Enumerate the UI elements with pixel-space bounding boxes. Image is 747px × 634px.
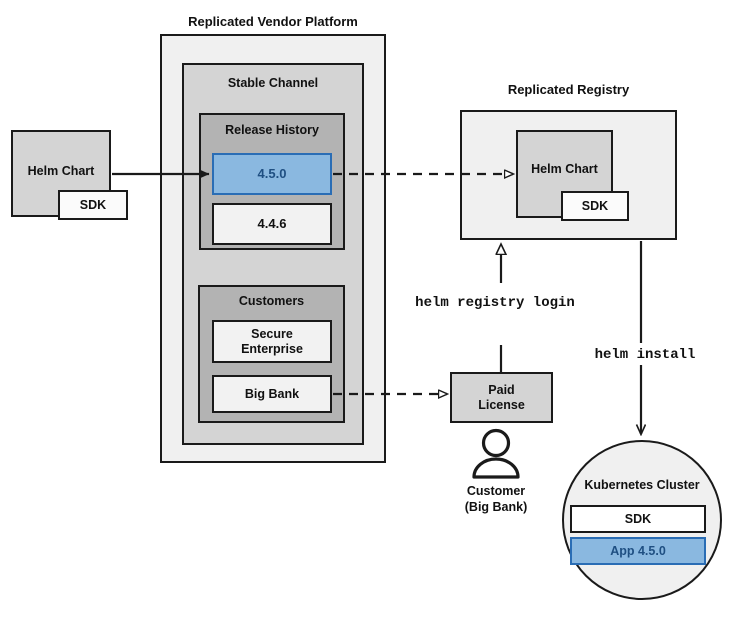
customer-person-label: Customer (Big Bank) — [464, 484, 528, 514]
customers-title: Customers — [238, 294, 305, 308]
customer-secure-enterprise[interactable]: Secure Enterprise — [212, 320, 332, 363]
customer-big-bank[interactable]: Big Bank — [212, 375, 332, 413]
release-version-previous[interactable]: 4.4.6 — [212, 203, 332, 245]
helm-chart-registry-sdk[interactable]: SDK — [561, 191, 629, 221]
registry-title: Replicated Registry — [507, 82, 630, 97]
helm-chart-source-sdk[interactable]: SDK — [58, 190, 128, 220]
release-history-title: Release History — [225, 123, 319, 137]
kubernetes-cluster-title: Kubernetes Cluster — [584, 478, 700, 492]
command-helm-install: helm install — [594, 347, 696, 363]
paid-license[interactable]: Paid License — [450, 372, 553, 423]
command-registry-login: helm registry login — [415, 295, 575, 311]
release-version-current[interactable]: 4.5.0 — [212, 153, 332, 195]
vendor-platform-title: Replicated Vendor Platform — [188, 14, 358, 29]
cluster-sdk[interactable]: SDK — [570, 505, 706, 533]
customer-avatar-icon — [472, 428, 520, 479]
stable-channel-title: Stable Channel — [227, 76, 319, 90]
cluster-app[interactable]: App 4.5.0 — [570, 537, 706, 565]
